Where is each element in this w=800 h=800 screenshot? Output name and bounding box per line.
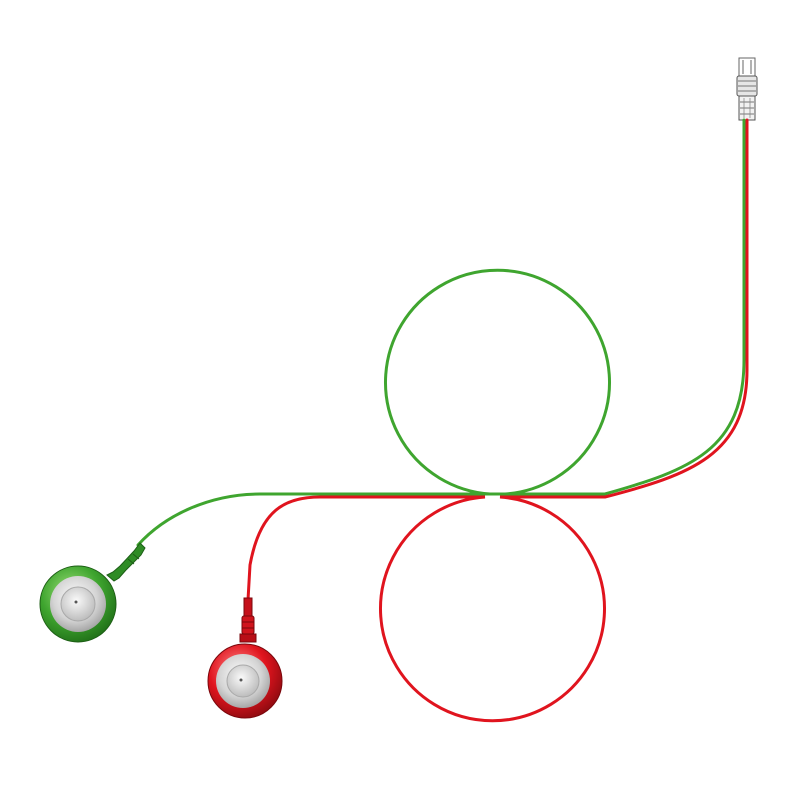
- connector-plug-icon: [736, 57, 758, 121]
- green-lead-wire: [136, 118, 746, 547]
- snap-electrode-icon: [207, 643, 283, 719]
- red-lead-clip: [239, 597, 257, 643]
- green-lead-clip: [106, 542, 146, 582]
- red-lead-wire: [246, 118, 749, 723]
- snap-electrode-icon: [39, 565, 117, 643]
